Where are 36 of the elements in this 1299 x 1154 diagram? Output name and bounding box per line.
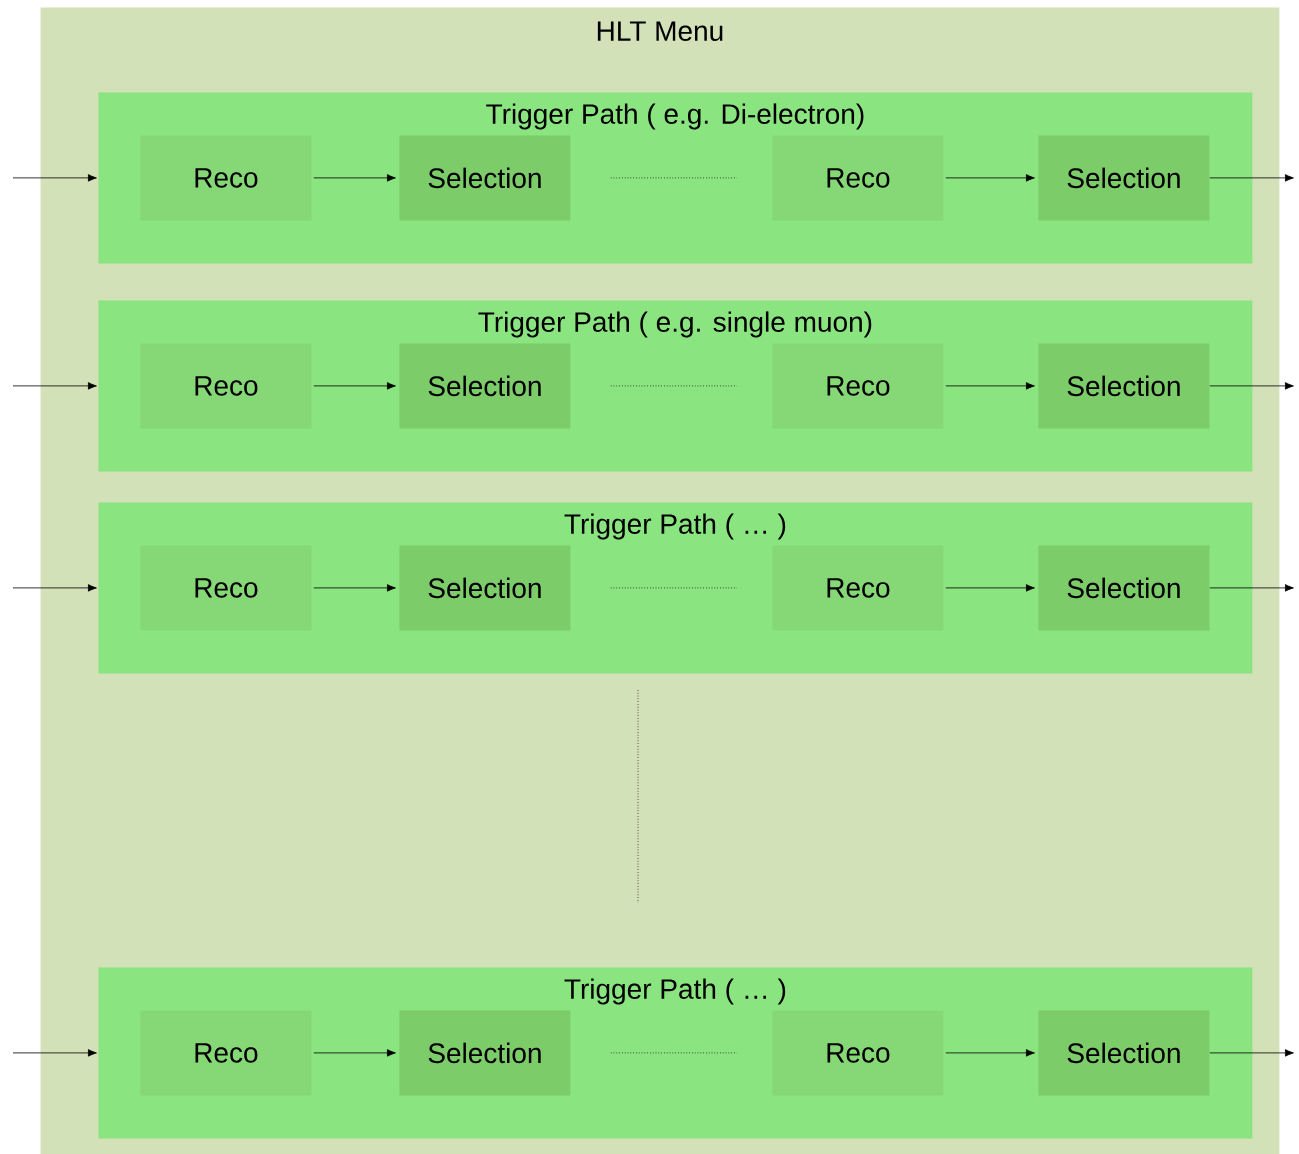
arrow [12,382,97,390]
arrow [12,584,97,592]
dotted-line [610,1052,738,1054]
arrow [1209,382,1294,390]
step-box: Reco [772,1010,944,1096]
dotted-line [610,385,738,387]
arrow [313,174,396,182]
arrow [313,584,396,592]
step-box: Reco [140,343,312,429]
step-box: Reco [772,545,944,631]
arrow [945,174,1035,182]
step-box: Selection [399,1010,571,1096]
step-box: Selection [399,135,571,221]
step-box: Reco [140,1010,312,1096]
step-box: Selection [1038,545,1210,631]
arrow [12,174,97,182]
step-box: Selection [1038,1010,1210,1096]
arrow [945,382,1035,390]
step-box: Selection [1038,343,1210,429]
arrow [1209,174,1294,182]
arrow [945,1049,1035,1057]
dotted-line [610,587,738,589]
step-box: Selection [1038,135,1210,221]
dotted-line [610,177,738,179]
arrow [313,382,396,390]
step-box: Reco [772,135,944,221]
arrow [12,1049,97,1057]
step-box: Selection [399,545,571,631]
step-box: Selection [399,343,571,429]
arrow [1209,584,1294,592]
arrow [1209,1049,1294,1057]
step-box: Reco [140,135,312,221]
arrow [313,1049,396,1057]
step-box: Reco [772,343,944,429]
step-box: Reco [140,545,312,631]
arrow [945,584,1035,592]
